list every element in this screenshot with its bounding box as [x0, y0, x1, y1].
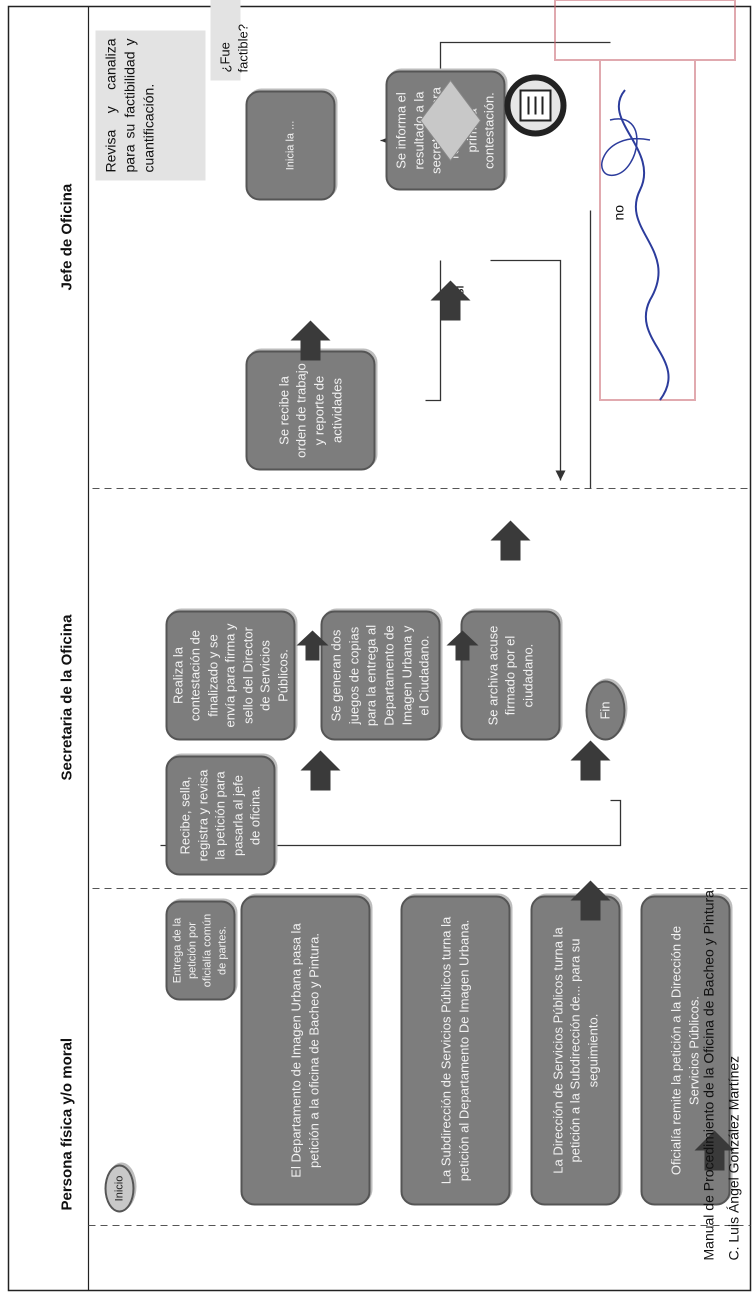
flow-arrows — [290, 280, 734, 1170]
decision-diamond — [419, 79, 481, 161]
stamp-and-signature — [554, 0, 736, 401]
flowchart-page: Persona física y/o moral Secretaria de l… — [7, 0, 751, 1291]
document-icon — [504, 74, 566, 136]
rotated-flowchart: Persona física y/o moral Secretaria de l… — [7, 0, 751, 1291]
